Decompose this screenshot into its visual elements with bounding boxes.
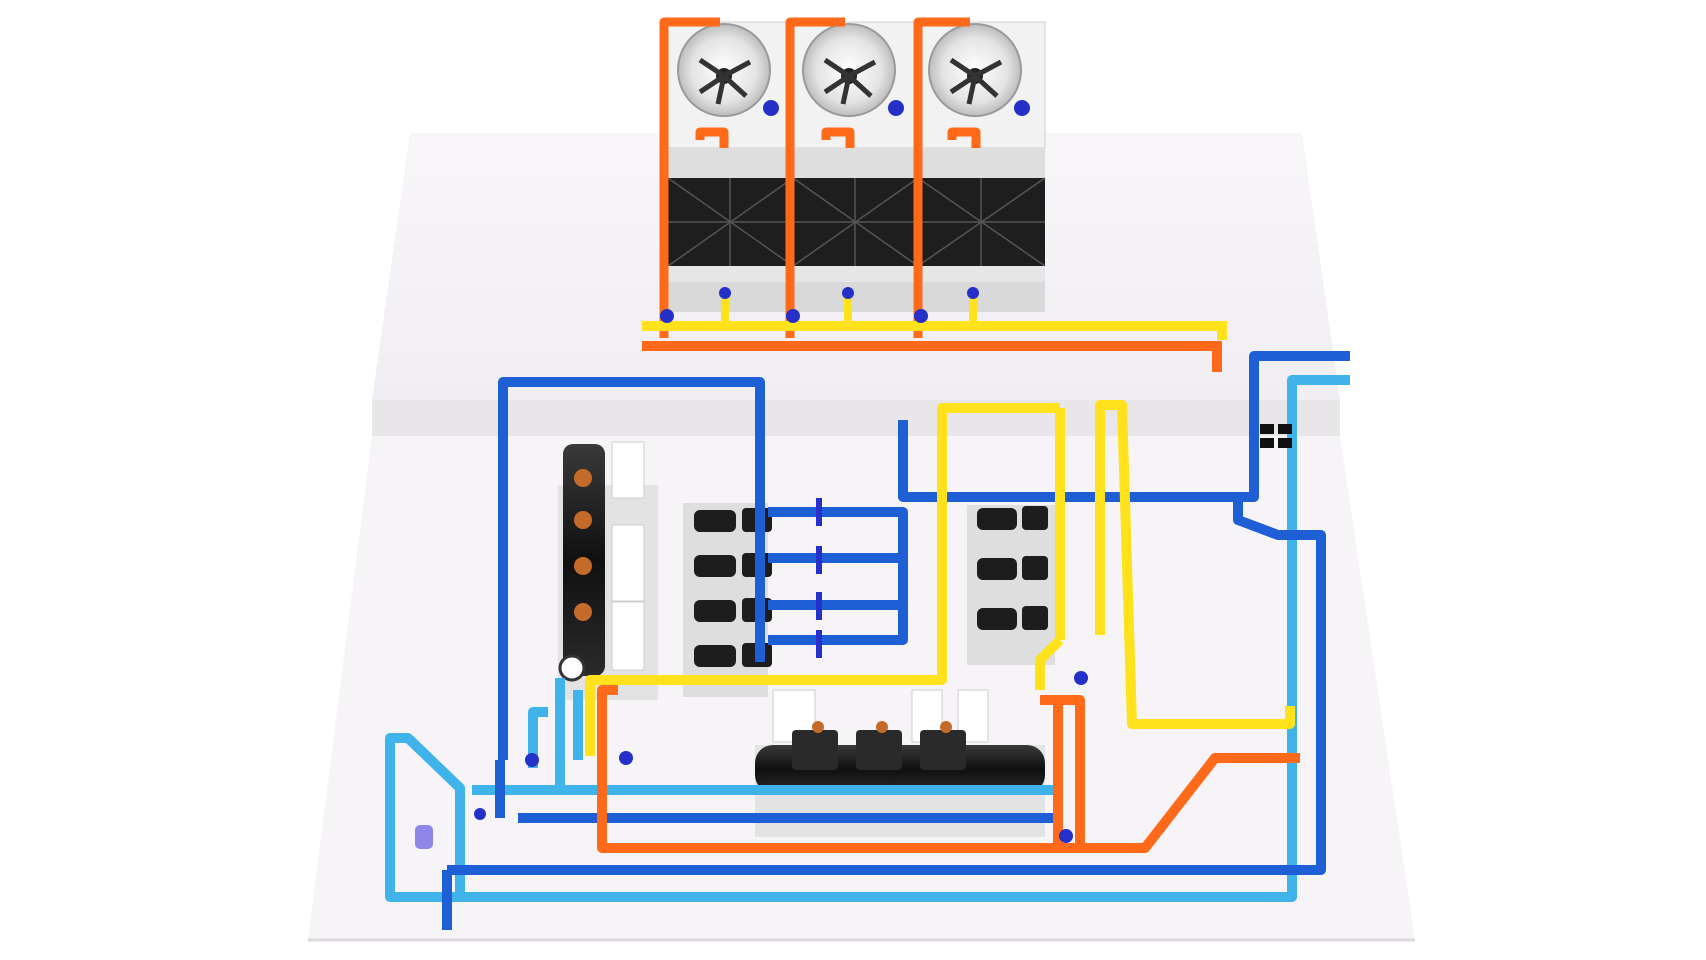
pump-group-2 [967, 505, 1055, 665]
condenser-supply-header [642, 341, 1222, 372]
valves [415, 424, 1292, 849]
tower-valves [660, 287, 979, 323]
chilled-water-return-loop [385, 375, 1350, 902]
motor-icon [763, 100, 779, 116]
cooling-tower-2 [792, 21, 919, 282]
condenser-supply-risers [659, 17, 981, 338]
cooling-tower-bank [667, 21, 1046, 312]
chiller-1 [558, 441, 658, 700]
motor-icon [1014, 100, 1030, 116]
chilled-water-supply-loop [442, 351, 1350, 930]
cooling-tower-1 [667, 21, 794, 282]
condenser-return-loop [585, 400, 1295, 756]
motor-icon [888, 100, 904, 116]
condenser-return-header [642, 321, 1227, 340]
condenser-supply-loop [597, 685, 1300, 853]
tower-base [668, 282, 1045, 312]
cooling-tower-3 [917, 21, 1046, 282]
